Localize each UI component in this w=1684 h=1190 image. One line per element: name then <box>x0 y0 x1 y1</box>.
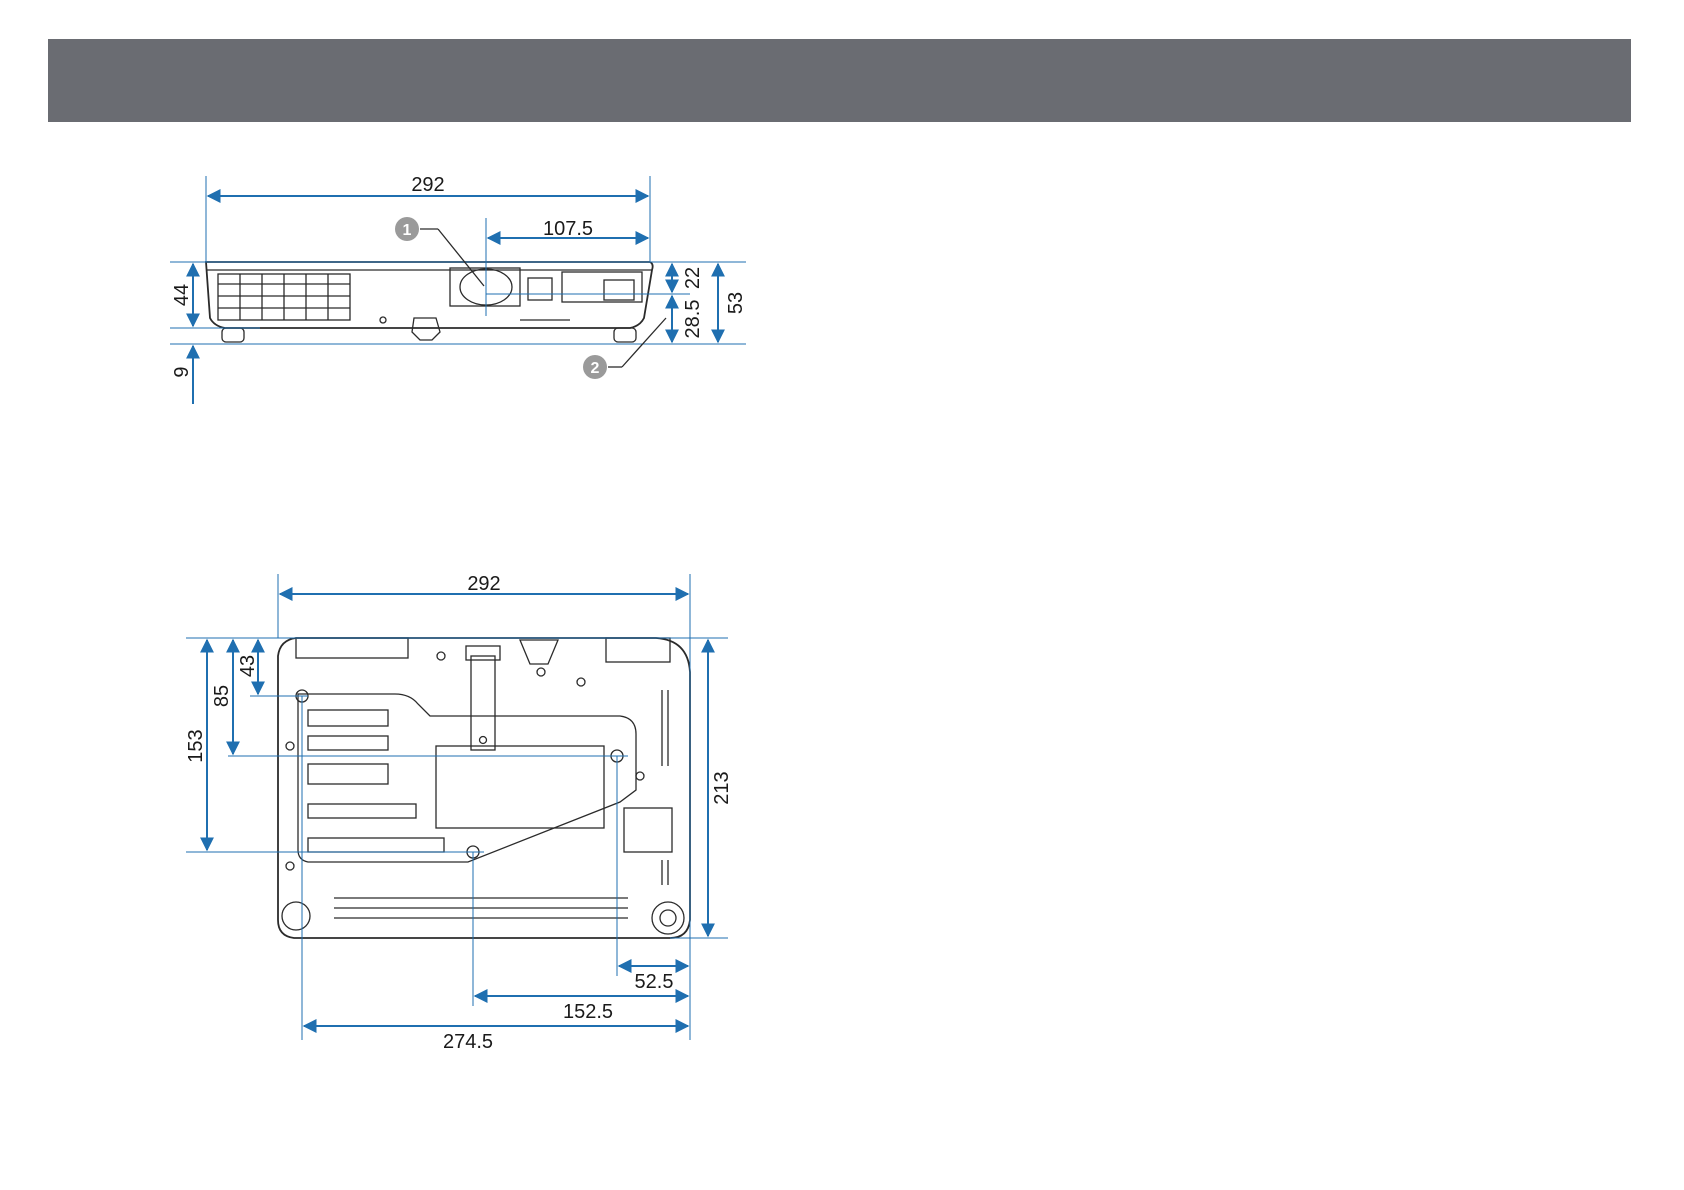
bottom-depth-label: 213 <box>711 771 733 804</box>
total-height-label: 53 <box>725 292 747 314</box>
hole-depth-43-label: 43 <box>237 655 259 677</box>
front-width-label: 292 <box>411 174 444 196</box>
foot-label: 9 <box>171 366 193 377</box>
front-foot-right <box>614 328 636 342</box>
lens-to-bottom-label: 28.5 <box>682 300 704 339</box>
front-height-label: 44 <box>171 284 193 306</box>
callout-2-label: 2 <box>591 360 600 377</box>
callout-1-label: 1 <box>403 222 412 239</box>
hole-274-5-label: 274.5 <box>443 1031 493 1053</box>
front-foot-left <box>222 328 244 342</box>
projector-bottom-body <box>278 638 690 938</box>
hole-52-5-label: 52.5 <box>635 971 674 993</box>
lens-offset-label: 107.5 <box>543 218 593 240</box>
bottom-width-label: 292 <box>467 573 500 595</box>
lens-center-label: 22 <box>682 267 704 289</box>
hole-152-5-label: 152.5 <box>563 1001 613 1023</box>
front-view-drawing: 292 107.5 44 9 22 28.5 53 1 2 <box>170 174 747 404</box>
hole-depth-153-label: 153 <box>185 729 207 762</box>
bottom-view-drawing: 292 213 43 85 153 52.5 152.5 274.5 <box>185 573 733 1053</box>
hole-depth-85-label: 85 <box>211 685 233 707</box>
